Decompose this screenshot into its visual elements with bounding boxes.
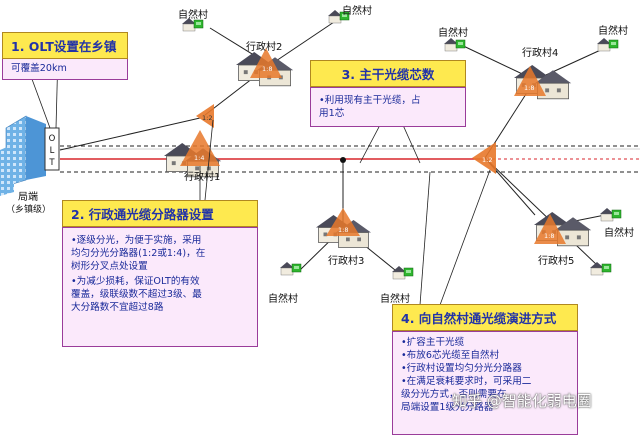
watermark: 知乎 @智能化弱电圈 <box>452 392 592 410</box>
ratio-village3: 1:8 <box>338 226 348 234</box>
callout-splitter-line: •逐级分光，为便于实施，采用 <box>71 235 202 246</box>
village-3 <box>315 208 372 249</box>
olt-letter-3: T <box>48 158 55 168</box>
callout-evolution: 4. 向自然村通光缆演进方式 •扩容主干光缆 •布放6芯光缆至自然村 •行政村设… <box>392 304 578 435</box>
olt-letter-1: O <box>49 134 56 144</box>
hamlet-label-7: 自然村 <box>380 294 410 305</box>
callout-olt-line: 可覆盖20km <box>11 63 67 74</box>
village-1 <box>163 130 222 178</box>
callout-splitter-line: 大分路数不宜超过8路 <box>71 302 164 313</box>
callout-trunk-body: •利用现有主干光缆，占 用1芯 <box>310 87 466 127</box>
callout-olt-title: 1. OLT设置在乡镇 <box>2 32 128 59</box>
village-2 <box>235 48 294 87</box>
callout-splitter: 2. 行政通光缆分路器设置 •逐级分光，为便于实施，采用 均匀分光分路器(1:2… <box>62 200 258 347</box>
callout-evolution-title: 4. 向自然村通光缆演进方式 <box>392 304 578 331</box>
callout-splitter-line: 树形分叉点处设置 <box>71 261 148 272</box>
callout-evolution-line: 级分光方式，否则需要在 <box>401 389 507 400</box>
callout-trunk-line: •利用现有主干光缆，占 <box>319 95 421 106</box>
callout-trunk-line: 用1芯 <box>319 108 345 119</box>
office-sublabel: （乡镇级） <box>6 205 52 215</box>
village-5 <box>533 211 592 247</box>
office-label: 局端 <box>18 192 38 203</box>
village4-label: 行政村4 <box>522 48 559 59</box>
ratio-village4: 1:8 <box>524 84 534 92</box>
callout-splitter-line: •为减少损耗，保证OLT的有效 <box>71 276 200 287</box>
ratio-branch: 1:2 <box>202 114 212 122</box>
callout-evolution-body: •扩容主干光缆 •布放6芯光缆至自然村 •行政村设置均匀分光分路器 •在满足衰耗… <box>392 331 578 435</box>
hamlet-label-2: 自然村 <box>342 6 372 17</box>
callout-evolution-line: 局端设置1级光分路器 <box>401 402 494 413</box>
callout-evolution-line: •在满足衰耗要求时，可采用二 <box>401 376 532 387</box>
village-4 <box>513 64 572 100</box>
callout-splitter-line: 覆盖，级联级数不超过3级、最 <box>71 289 202 300</box>
village3-label: 行政村3 <box>328 256 365 267</box>
hamlet-label-1: 自然村 <box>178 10 208 21</box>
callout-trunk-title: 3. 主干光缆芯数 <box>310 60 466 87</box>
hamlet-label-6: 自然村 <box>268 294 298 305</box>
village5-label: 行政村5 <box>538 256 575 267</box>
splitter-1-2-trunk <box>472 142 496 174</box>
olt-letter-2: L <box>50 146 55 156</box>
office-building <box>0 115 46 196</box>
hamlet-label-3: 自然村 <box>438 28 468 39</box>
junction-dot <box>340 157 346 163</box>
callout-evolution-line: •行政村设置均匀分光分路器 <box>401 363 522 374</box>
callout-evolution-line: •布放6芯光缆至自然村 <box>401 350 500 361</box>
callout-olt-body: 可覆盖20km <box>2 59 128 80</box>
village1-label: 行政村1 <box>184 172 221 183</box>
trunk-fiber <box>60 145 640 173</box>
ratio-village2: 1:8 <box>262 65 272 73</box>
callout-splitter-title: 2. 行政通光缆分路器设置 <box>62 200 258 227</box>
callout-evolution-line: •扩容主干光缆 <box>401 337 465 348</box>
olt-box <box>44 127 60 171</box>
village2-label: 行政村2 <box>246 42 283 53</box>
splitter-1-2 <box>196 104 214 128</box>
callout-olt: 1. OLT设置在乡镇 可覆盖20km <box>2 32 128 80</box>
ratio-village5: 1:8 <box>544 232 554 240</box>
hamlet-label-5: 自然村 <box>604 228 634 239</box>
callout-splitter-line: 均匀分光分路器(1:2或1:4)，在 <box>71 248 206 259</box>
callout-splitter-body: •逐级分光，为便于实施，采用 均匀分光分路器(1:2或1:4)，在 树形分叉点处… <box>62 227 258 347</box>
callout-trunk: 3. 主干光缆芯数 •利用现有主干光缆，占 用1芯 <box>310 60 466 127</box>
ratio-village1: 1:4 <box>194 154 204 162</box>
hamlet-label-4: 自然村 <box>598 26 628 37</box>
ratio-trunk: 1:2 <box>482 156 492 164</box>
